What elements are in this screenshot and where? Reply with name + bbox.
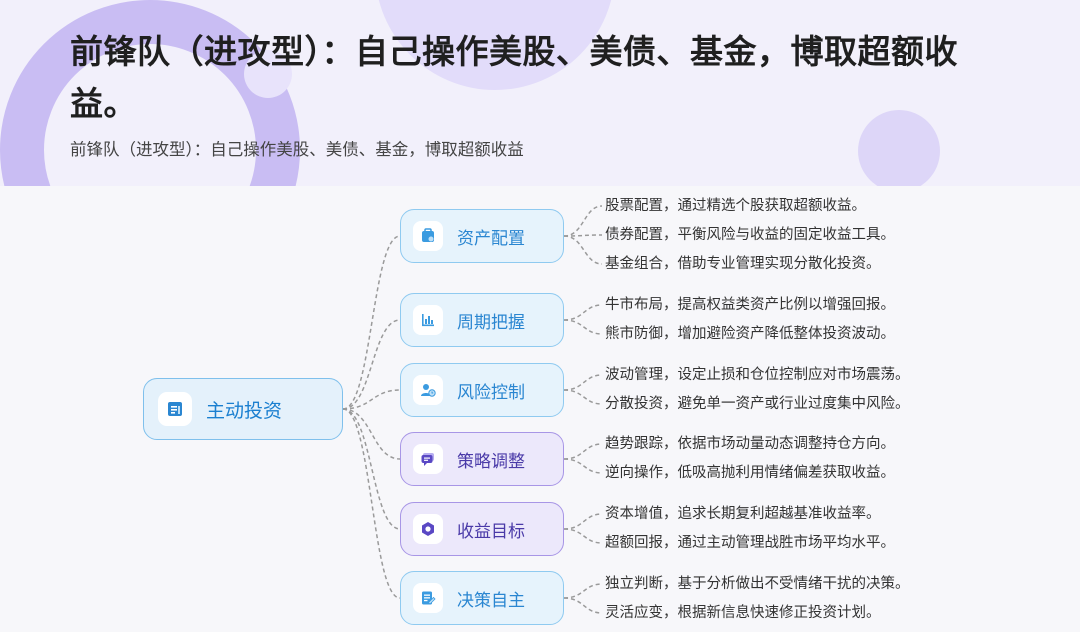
decor-circle <box>858 110 940 186</box>
leaf-text: 逆向操作，低吸高抛利用情绪偏差获取收益。 <box>605 465 895 481</box>
chat-icon <box>413 444 443 474</box>
leaf-text: 股票配置，通过精选个股获取超额收益。 <box>605 198 866 214</box>
branch-label: 收益目标 <box>457 521 525 542</box>
branch-label: 策略调整 <box>457 451 525 472</box>
leaf-text: 趋势跟踪，依据市场动量动态调整持仓方向。 <box>605 436 895 452</box>
bar-chart-icon <box>413 305 443 335</box>
leaf-text: 波动管理，设定止损和仓位控制应对市场震荡。 <box>605 367 910 383</box>
mind-map: 主动投资 资产配置 周期把握 风险控制 策略调整 收益目标 <box>0 186 1080 632</box>
leaf-text: 资本增值，追求长期复利超越基准收益率。 <box>605 506 881 522</box>
branch-node-decision-autonomy[interactable]: 决策自主 <box>400 571 564 625</box>
leaf-text: 灵活应变，根据新信息快速修正投资计划。 <box>605 605 881 621</box>
leaf-text: 超额回报，通过主动管理战胜市场平均水平。 <box>605 535 895 551</box>
branch-label: 资产配置 <box>457 228 525 249</box>
branch-label: 周期把握 <box>457 312 525 333</box>
branch-label: 风险控制 <box>457 382 525 403</box>
branch-node-risk-control[interactable]: 风险控制 <box>400 363 564 417</box>
branch-node-strategy-adjustment[interactable]: 策略调整 <box>400 432 564 486</box>
bag-icon <box>413 221 443 251</box>
leaf-text: 熊市防御，增加避险资产降低整体投资波动。 <box>605 326 895 342</box>
leaf-text: 分散投资，避免单一资产或行业过度集中风险。 <box>605 396 910 412</box>
connector-lines <box>342 205 603 614</box>
leaf-text: 基金组合，借助专业管理实现分散化投资。 <box>605 256 881 272</box>
leaf-text: 牛市布局，提高权益类资产比例以增强回报。 <box>605 297 895 313</box>
root-label: 主动投资 <box>206 399 283 422</box>
leaf-text: 独立判断，基于分析做出不受情绪干扰的决策。 <box>605 576 910 592</box>
decor-circle <box>244 50 292 98</box>
branch-node-return-target[interactable]: 收益目标 <box>400 502 564 556</box>
root-node[interactable]: 主动投资 <box>143 378 343 440</box>
branch-node-cycle-timing[interactable]: 周期把握 <box>400 293 564 347</box>
hexagon-icon <box>413 514 443 544</box>
leaf-text: 债券配置，平衡风险与收益的固定收益工具。 <box>605 227 895 243</box>
page-title: 前锋队（进攻型）：自己操作美股、美债、基金，博取超额收益。 <box>70 32 958 123</box>
branch-node-asset-allocation[interactable]: 资产配置 <box>400 209 564 263</box>
document-icon <box>158 392 192 426</box>
branch-label: 决策自主 <box>457 590 525 611</box>
header-banner: 前锋队（进攻型）：自己操作美股、美债、基金，博取超额收益。 前锋队（进攻型）：自… <box>0 0 1080 186</box>
user-clock-icon <box>413 375 443 405</box>
page-subtitle: 前锋队（进攻型）：自己操作美股、美债、基金，博取超额收益 <box>70 140 524 159</box>
edit-doc-icon <box>413 583 443 613</box>
